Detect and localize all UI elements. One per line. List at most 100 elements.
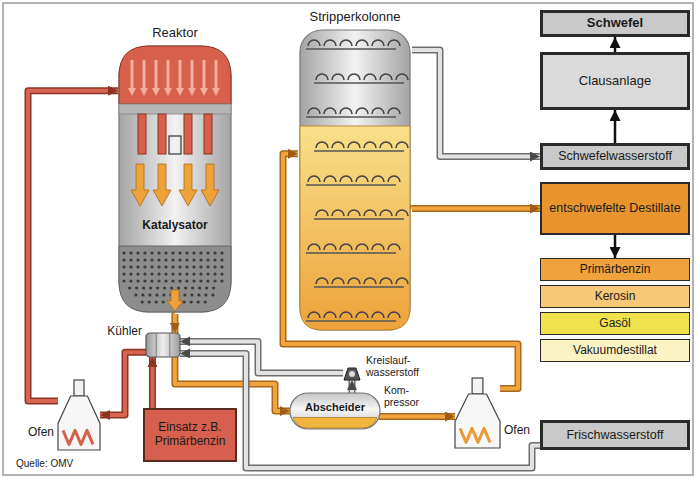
bubble-cap xyxy=(372,40,384,46)
furnace-symbol: Ofen xyxy=(58,380,100,450)
flow-arrow xyxy=(615,235,616,258)
product-box: Schwefel xyxy=(540,10,690,37)
node-label: Kühler xyxy=(107,325,142,339)
tray-plate xyxy=(306,184,396,185)
flow-arrow xyxy=(615,110,616,143)
compressor-wheel xyxy=(349,371,355,377)
catalyst-pellet xyxy=(136,265,139,268)
catalyst-pellet xyxy=(185,258,188,261)
catalyst-pellet xyxy=(136,251,139,254)
catalyst-pellet xyxy=(199,272,202,275)
catalyst-pellet xyxy=(164,251,167,254)
pipe-wall xyxy=(349,380,356,393)
node-label: Vakuumdestillat xyxy=(573,344,657,358)
catalyst-pellet xyxy=(164,272,167,275)
reactor-vessel: ReaktorKatalysator xyxy=(118,24,232,314)
pipe-core xyxy=(173,314,177,333)
bubble-cap xyxy=(332,142,344,148)
bubble-cap xyxy=(372,176,384,182)
furnace-symbol-drawing xyxy=(455,378,500,448)
pipe-core xyxy=(614,37,617,52)
catalyst-pellet xyxy=(171,279,174,282)
bubble-cap xyxy=(388,40,400,46)
pipe-wall xyxy=(180,341,343,373)
catalyst-pellet xyxy=(157,251,160,254)
catalyst-pellet xyxy=(220,272,223,275)
flow-arrow xyxy=(201,164,219,206)
pipe xyxy=(180,341,343,373)
catalyst-pellet xyxy=(141,293,144,296)
pipe-core xyxy=(150,357,154,408)
catalyst-pellet xyxy=(171,251,174,254)
catalyst-pellet xyxy=(213,265,216,268)
pipe xyxy=(100,352,146,415)
catalyst-pellet xyxy=(220,265,223,268)
catalyst-pellet xyxy=(204,300,207,303)
catalyst-pellet xyxy=(143,251,146,254)
bubble-cap xyxy=(396,74,408,80)
bubble-cap xyxy=(348,142,360,148)
bubble-cap xyxy=(372,108,384,114)
bubble-cap xyxy=(308,176,320,182)
pipe-wall xyxy=(175,357,290,411)
catalyst-pellet xyxy=(204,293,207,296)
furnace-stack xyxy=(472,378,483,394)
catalyst-pellet xyxy=(141,300,144,303)
stream-label: Kreislauf- wasserstoff xyxy=(366,354,428,378)
pipe-core xyxy=(180,341,343,373)
label-holder: Quelle: OMV xyxy=(16,458,73,470)
pipe xyxy=(412,208,540,209)
catalyst-pellet xyxy=(199,265,202,268)
catalyst-pellet xyxy=(171,272,174,275)
catalyst-pellet xyxy=(190,300,193,303)
catalyst-pellet xyxy=(199,258,202,261)
catalyst-pellet xyxy=(164,258,167,261)
catalyst-pellet xyxy=(199,279,202,282)
catalyst-bed xyxy=(119,246,231,312)
stripper-column: Stripperkolonne xyxy=(298,8,412,332)
furnace-body xyxy=(58,396,100,450)
column-liquid xyxy=(300,126,410,330)
pipe-core xyxy=(175,357,290,411)
catalyst-pellet xyxy=(136,279,139,282)
catalyst-pellet xyxy=(211,293,214,296)
catalyst-pellet xyxy=(129,279,132,282)
furnace-coil xyxy=(460,428,490,442)
pipe-wall xyxy=(412,205,540,212)
catalyst-pellet xyxy=(213,279,216,282)
cooler-body xyxy=(146,333,180,357)
catalyst-pellet xyxy=(192,265,195,268)
pipe-core xyxy=(28,91,118,401)
pipe-core xyxy=(614,235,617,258)
pipe-wall xyxy=(100,352,146,415)
bubble-cap xyxy=(332,278,344,284)
pipe xyxy=(352,380,353,393)
catalyst-pellet xyxy=(143,272,146,275)
distributor-pipe xyxy=(158,114,166,154)
bubble-cap xyxy=(324,108,336,114)
separator-shell xyxy=(290,393,380,429)
catalyst-pellet xyxy=(143,279,146,282)
flow-stripe-head xyxy=(176,88,184,96)
bubble-cap xyxy=(356,40,368,46)
bubble-cap xyxy=(356,312,368,318)
catalyst-pellet xyxy=(171,258,174,261)
bubble-cap xyxy=(324,176,336,182)
bubble-cap xyxy=(340,176,352,182)
bubble-cap xyxy=(380,278,392,284)
catalyst-pellet xyxy=(136,272,139,275)
catalyst-pellet xyxy=(142,286,145,289)
catalyst-pellet xyxy=(129,251,132,254)
catalyst-pellet xyxy=(135,286,138,289)
catalyst-pellet xyxy=(162,293,165,296)
pipe xyxy=(412,50,540,156)
bubble-cap xyxy=(364,142,376,148)
fraction-box: Vakuumdestillat xyxy=(540,339,690,362)
flow-stripe-head xyxy=(188,88,196,96)
tray-plate xyxy=(306,252,396,253)
tray-plate xyxy=(306,116,396,117)
catalyst-pellet xyxy=(122,258,125,261)
label-holder: Kreislauf- wasserstoff xyxy=(366,354,428,378)
pipe xyxy=(152,357,153,408)
